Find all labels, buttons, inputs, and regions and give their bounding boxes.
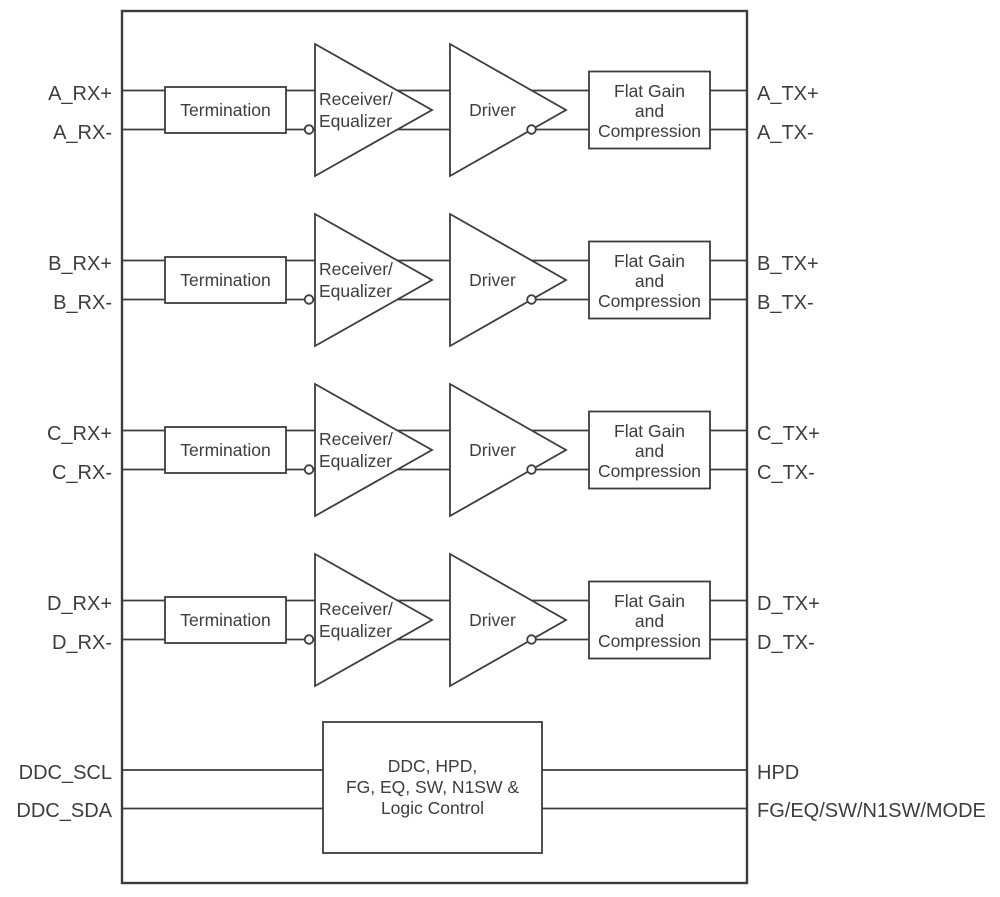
driver-triangle bbox=[449, 382, 568, 518]
control-section-shapes bbox=[122, 721, 747, 854]
termination-box bbox=[164, 596, 287, 644]
receiver-equalizer-triangle bbox=[314, 42, 434, 178]
driver-label: Driver bbox=[469, 440, 516, 460]
flat-gain-line1: Flat Gain bbox=[614, 591, 685, 611]
flat-gain-label: Flat Gain and Compression bbox=[589, 251, 710, 311]
port-label-tx-plus: A_TX+ bbox=[757, 82, 819, 105]
port-label-rx-minus: D_RX- bbox=[51, 631, 112, 654]
port-label-tx-minus: B_TX- bbox=[757, 291, 814, 314]
port-label-tx-plus: B_TX+ bbox=[757, 252, 819, 275]
receiver-equalizer-triangle bbox=[314, 212, 434, 348]
port-label-tx-minus: A_TX- bbox=[757, 121, 814, 144]
receiver-equalizer-line1: Receiver/ bbox=[319, 429, 393, 449]
inversion-bubble-input bbox=[303, 634, 315, 645]
port-label-hpd: HPD bbox=[757, 762, 800, 784]
port-label-rx-minus: C_RX- bbox=[51, 461, 112, 484]
inversion-bubble-input bbox=[303, 124, 315, 135]
logic-control-line3: Logic Control bbox=[380, 798, 485, 818]
driver-triangle bbox=[449, 552, 568, 688]
channel-row-b: B_RX+ B_RX- Termination Receiver/ Equali… bbox=[0, 214, 1000, 346]
receiver-equalizer-label: Receiver/ Equalizer bbox=[319, 428, 393, 472]
flat-gain-label: Flat Gain and Compression bbox=[589, 421, 710, 481]
channel-row-d: D_RX+ D_RX- Termination Receiver/ Equali… bbox=[0, 554, 1000, 686]
receiver-equalizer-line1: Receiver/ bbox=[319, 89, 393, 109]
flat-gain-label: Flat Gain and Compression bbox=[589, 81, 710, 141]
receiver-equalizer-line2: Equalizer bbox=[319, 281, 392, 301]
port-label-rx-plus: C_RX+ bbox=[46, 422, 112, 445]
port-label-ddc-scl: DDC_SCL bbox=[18, 762, 112, 784]
termination-label: Termination bbox=[180, 99, 271, 120]
channel-d-shapes bbox=[122, 552, 747, 688]
port-label-tx-minus: D_TX- bbox=[757, 631, 815, 654]
port-label-rx-minus: B_RX- bbox=[53, 291, 112, 314]
flat-gain-box bbox=[588, 580, 711, 660]
flat-gain-line3: Compression bbox=[597, 631, 702, 651]
receiver-equalizer-line1: Receiver/ bbox=[319, 599, 393, 619]
channel-c-shapes bbox=[122, 382, 747, 518]
receiver-equalizer-line1: Receiver/ bbox=[319, 259, 393, 279]
channel-b-shapes bbox=[122, 212, 747, 348]
inversion-bubble-input bbox=[303, 294, 315, 305]
flat-gain-box bbox=[588, 70, 711, 150]
port-label-rx-plus: D_RX+ bbox=[46, 592, 112, 615]
flat-gain-line3: Compression bbox=[597, 121, 702, 141]
inversion-bubble-output bbox=[526, 124, 537, 135]
inversion-bubble-output bbox=[526, 634, 537, 645]
termination-box bbox=[164, 426, 287, 474]
flat-gain-line2: and bbox=[634, 611, 665, 631]
chip-outline bbox=[120, 9, 749, 885]
flat-gain-line1: Flat Gain bbox=[614, 81, 685, 101]
logic-control-line1: DDC, HPD, bbox=[387, 756, 478, 776]
inversion-bubble-output bbox=[526, 464, 537, 475]
driver-triangle bbox=[449, 42, 568, 178]
flat-gain-line2: and bbox=[634, 441, 665, 461]
inversion-bubble-input bbox=[303, 464, 315, 475]
port-label-ddc-sda: DDC_SDA bbox=[16, 800, 112, 822]
port-label-tx-plus: C_TX+ bbox=[757, 422, 820, 445]
flat-gain-line1: Flat Gain bbox=[614, 251, 685, 271]
port-label-tx-plus: D_TX+ bbox=[757, 592, 820, 615]
port-label-tx-minus: C_TX- bbox=[757, 461, 815, 484]
logic-control-box bbox=[322, 721, 543, 854]
receiver-equalizer-label: Receiver/ Equalizer bbox=[319, 258, 393, 302]
channel-a-shapes bbox=[122, 42, 747, 178]
logic-control-label: DDC, HPD, FG, EQ, SW, N1SW & Logic Contr… bbox=[323, 756, 542, 819]
receiver-equalizer-line2: Equalizer bbox=[319, 621, 392, 641]
receiver-equalizer-line2: Equalizer bbox=[319, 111, 392, 131]
flat-gain-line2: and bbox=[634, 101, 665, 121]
driver-label: Driver bbox=[469, 270, 516, 290]
channel-row-a: A_RX+ A_RX- Termination Receiver/ Equali… bbox=[0, 44, 1000, 176]
driver-label: Driver bbox=[469, 610, 516, 630]
receiver-equalizer-triangle bbox=[314, 382, 434, 518]
receiver-equalizer-line2: Equalizer bbox=[319, 451, 392, 471]
receiver-equalizer-label: Receiver/ Equalizer bbox=[319, 88, 393, 132]
termination-box bbox=[164, 256, 287, 304]
flat-gain-label: Flat Gain and Compression bbox=[589, 591, 710, 651]
logic-control-line2: FG, EQ, SW, N1SW & bbox=[345, 777, 520, 797]
port-label-rx-plus: B_RX+ bbox=[48, 252, 112, 275]
driver-label: Driver bbox=[469, 100, 516, 120]
termination-box bbox=[164, 86, 287, 134]
flat-gain-line3: Compression bbox=[597, 461, 702, 481]
port-label-config: FG/EQ/SW/N1SW/MODE bbox=[757, 800, 986, 822]
port-label-rx-plus: A_RX+ bbox=[48, 82, 112, 105]
flat-gain-line1: Flat Gain bbox=[614, 421, 685, 441]
channel-row-c: C_RX+ C_RX- Termination Receiver/ Equali… bbox=[0, 384, 1000, 516]
inversion-bubble-output bbox=[526, 294, 537, 305]
receiver-equalizer-triangle bbox=[314, 552, 434, 688]
termination-label: Termination bbox=[180, 609, 271, 630]
flat-gain-box bbox=[588, 410, 711, 490]
flat-gain-line3: Compression bbox=[597, 291, 702, 311]
termination-label: Termination bbox=[180, 269, 271, 290]
driver-triangle bbox=[449, 212, 568, 348]
termination-label: Termination bbox=[180, 439, 271, 460]
receiver-equalizer-label: Receiver/ Equalizer bbox=[319, 598, 393, 642]
flat-gain-box bbox=[588, 240, 711, 320]
port-label-rx-minus: A_RX- bbox=[53, 121, 112, 144]
flat-gain-line2: and bbox=[634, 271, 665, 291]
